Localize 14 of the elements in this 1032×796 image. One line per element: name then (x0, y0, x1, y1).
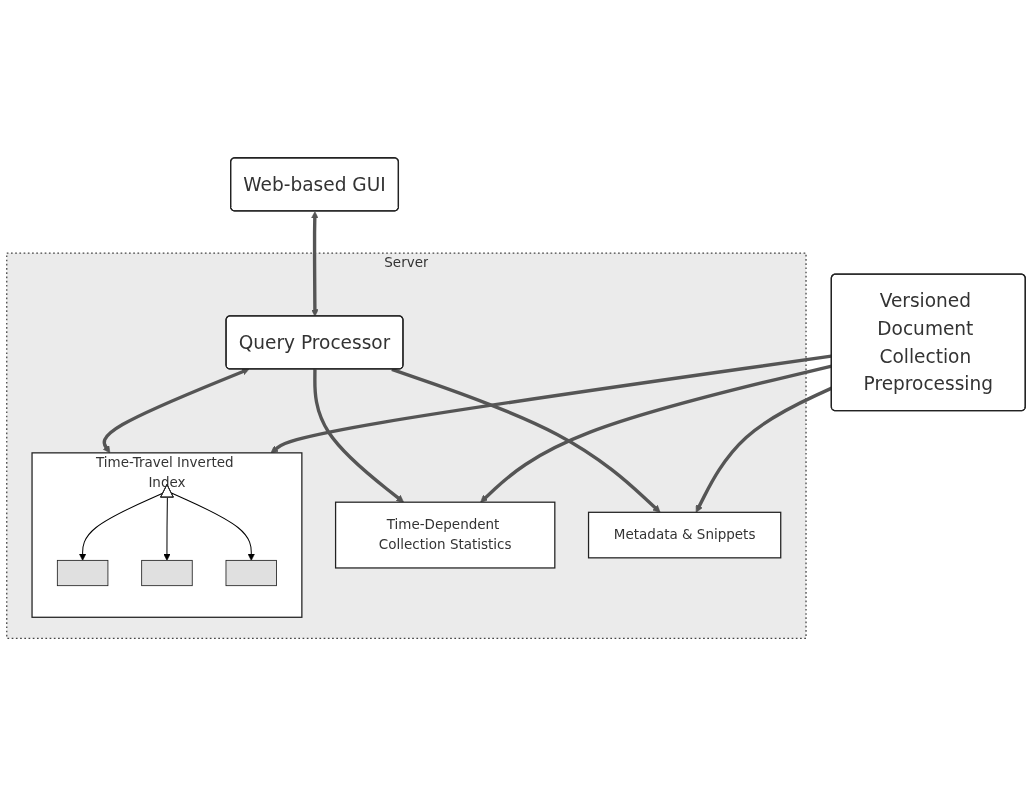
arrow (170, 492, 255, 561)
arrow (313, 369, 404, 503)
arrow (270, 354, 832, 454)
cluster: Time-Travel Inverted Index (31, 452, 303, 618)
node-bar (225, 559, 277, 586)
node-bar (141, 559, 193, 586)
node-bar (56, 559, 109, 586)
arrow (163, 497, 171, 561)
arrow (311, 211, 319, 317)
arrow (391, 367, 661, 513)
arrow (78, 492, 164, 561)
arrow (102, 368, 250, 454)
node-box: Metadata & Snippets (587, 511, 782, 559)
node-box: Time-Dependent Collection Statistics (334, 501, 556, 569)
